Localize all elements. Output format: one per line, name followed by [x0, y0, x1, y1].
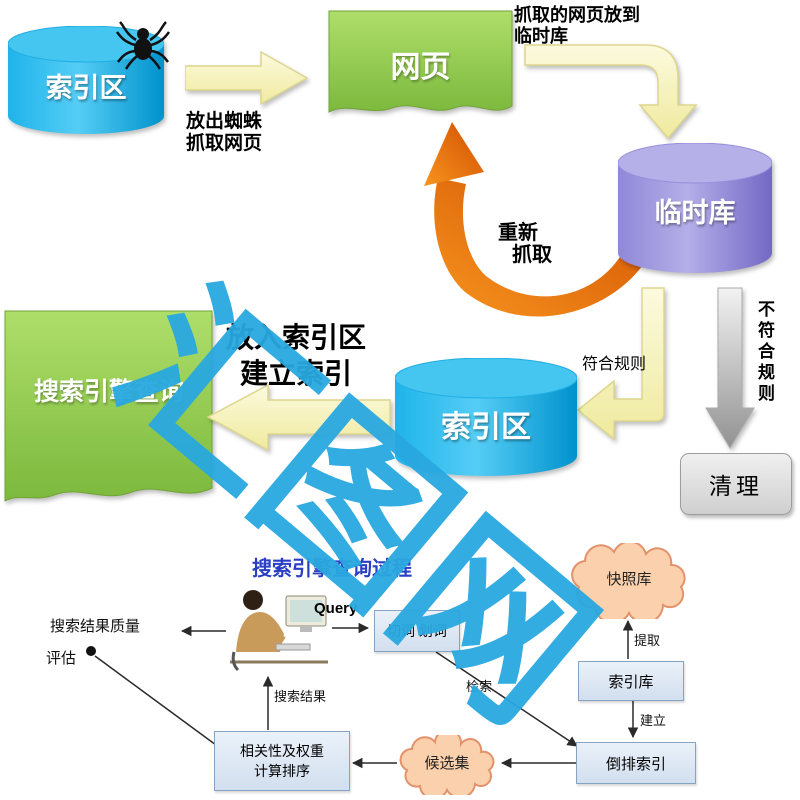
retrieve-note: 检索	[466, 679, 493, 694]
fetch-note-line2: 临时库	[514, 26, 568, 46]
document-shape	[328, 10, 513, 113]
segment-box: 切词 划词	[374, 610, 460, 652]
cloud-shape	[571, 543, 686, 619]
inverted-index-box: 倒排索引	[576, 742, 696, 784]
index-note-line2: 建立索引	[240, 358, 353, 389]
webpage-doc: 网页	[328, 10, 513, 130]
temp-db-label: 临时库	[654, 198, 736, 228]
cloud-shape	[399, 735, 495, 795]
webpage-label: 网页	[390, 51, 451, 84]
index-db: 索引区	[394, 357, 578, 476]
snapshot-cloud-label: 快照库	[606, 570, 652, 588]
to-temp-arrow	[524, 44, 698, 140]
candidate-cloud-label: 候选集	[424, 754, 470, 772]
to-query-arrow	[206, 383, 391, 452]
note-dot	[86, 646, 96, 656]
candidate-cloud: 候选集	[397, 735, 497, 795]
crawl-arrow	[185, 50, 309, 106]
rank-box-line1: 相关性及权重	[240, 743, 324, 759]
pass-arrow	[576, 287, 665, 441]
cylinder-shape	[394, 357, 578, 476]
index-lib-label: 索引库	[608, 673, 654, 691]
cylinder-shape	[7, 25, 165, 134]
cylinder-shape	[617, 142, 773, 273]
person-head	[243, 590, 263, 610]
source-index-db: 索引区	[7, 25, 165, 134]
rank-box-line2: 计算排序	[254, 763, 310, 779]
fail-arrow	[705, 287, 755, 449]
query-doc: 搜索引擎查询	[4, 310, 214, 510]
rank-box: 相关性及权重 计算排序	[214, 731, 350, 791]
spider-icon	[116, 21, 170, 70]
clean-box: 清理	[680, 453, 792, 515]
rule-fail-label: 不符合规则	[755, 300, 774, 405]
query-doc-label: 搜索引擎查询	[33, 378, 184, 406]
index-note-line1: 放入索引区	[226, 322, 367, 353]
recrawl-arrow	[424, 122, 655, 317]
segment-box-label: 切词 划词	[387, 623, 447, 639]
extract-note: 提取	[634, 633, 661, 648]
bottom-heading: 搜索引擎查询过程	[252, 558, 412, 580]
temp-db: 临时库	[617, 142, 773, 275]
result-note: 搜索结果	[274, 689, 327, 704]
build-note: 建立	[640, 713, 667, 728]
rule-pass-label: 符合规则	[582, 356, 647, 373]
crawl-note-line2: 抓取网页	[186, 133, 263, 154]
query-label: Query	[314, 600, 358, 617]
user-at-computer-icon	[230, 590, 328, 672]
index-db-label: 索引区	[441, 411, 531, 444]
fetch-note-line1: 抓取的网页放到	[514, 5, 640, 25]
snapshot-cloud: 快照库	[566, 543, 692, 619]
inverted-index-label: 倒排索引	[605, 755, 666, 773]
source-db-label: 索引区	[45, 73, 127, 103]
document-shape	[4, 310, 213, 502]
quality-note-line1: 搜索结果质量	[50, 618, 141, 635]
recrawl-note-line1: 重新	[498, 222, 538, 244]
quality-note-line2: 评估	[46, 650, 77, 667]
clean-box-label: 清理	[709, 473, 763, 499]
crawl-note-line1: 放出蜘蛛	[186, 111, 263, 132]
index-lib-box: 索引库	[578, 661, 684, 701]
recrawl-note-line2: 抓取	[512, 244, 552, 266]
